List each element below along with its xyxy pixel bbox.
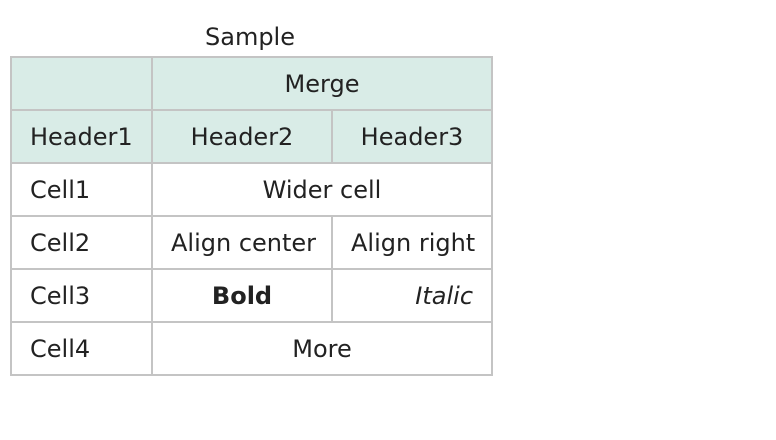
row-label-cell: Cell1 bbox=[10, 162, 153, 217]
header-row-merge: Merge bbox=[10, 56, 494, 111]
table-row: Cell3 Bold Italic bbox=[10, 268, 494, 323]
align-center-cell: Align center bbox=[151, 215, 333, 270]
sample-table: Merge Header1 Header2 Header3 Cell1 Wide… bbox=[10, 56, 494, 376]
align-right-cell: Align right bbox=[330, 215, 494, 270]
header-corner-cell bbox=[10, 56, 153, 111]
table-row: Cell2 Align center Align right bbox=[10, 215, 494, 270]
header-cell-2: Header2 bbox=[151, 109, 333, 164]
italic-cell: Italic bbox=[330, 268, 494, 323]
header-row: Header1 Header2 Header3 bbox=[10, 109, 494, 164]
more-cell: More bbox=[150, 321, 494, 376]
bold-cell: Bold bbox=[151, 268, 333, 323]
table-row: Cell4 More bbox=[10, 321, 494, 376]
row-label-cell: Cell2 bbox=[10, 215, 153, 270]
header-cell-1: Header1 bbox=[10, 109, 153, 164]
wide-cell: Wider cell bbox=[150, 162, 494, 217]
row-label-cell: Cell4 bbox=[10, 321, 153, 376]
header-cell-3: Header3 bbox=[330, 109, 494, 164]
table-row: Cell1 Wider cell bbox=[10, 162, 494, 217]
table-caption: Sample bbox=[205, 23, 295, 51]
header-merge-cell: Merge bbox=[150, 56, 494, 111]
row-label-cell: Cell3 bbox=[10, 268, 153, 323]
